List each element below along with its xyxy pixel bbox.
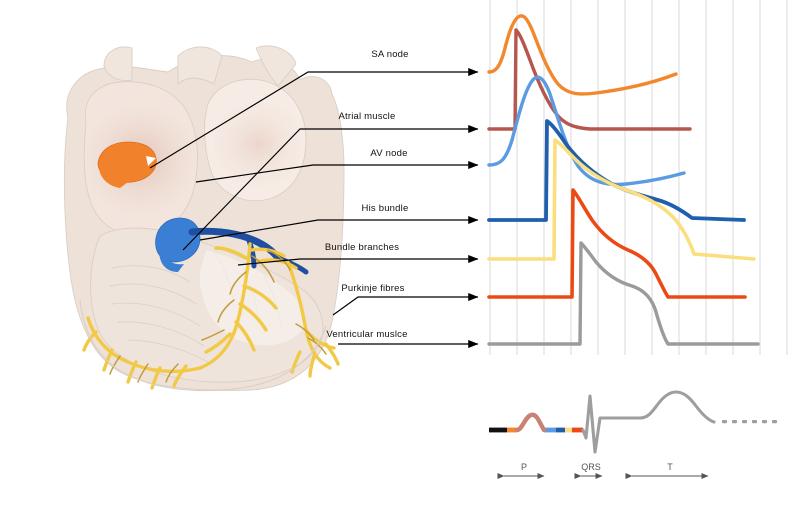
heart-apex-outline — [79, 299, 327, 392]
ventricle-cavity — [199, 250, 305, 346]
label-bundle-branches: Bundle branches — [325, 242, 399, 253]
trace-av-node — [487, 75, 686, 187]
ecg-dotted-tail — [722, 420, 777, 424]
ecg-segment-pr-redorange — [572, 427, 583, 433]
trace-purkinje-fibres — [487, 188, 747, 299]
vessel-notch-right — [255, 45, 297, 87]
leader-line-purkinje-fibres — [332, 292, 479, 316]
label-his-bundle: His bundle — [362, 203, 409, 214]
av-node-region — [155, 217, 201, 272]
action-potential-panel — [487, 0, 788, 355]
ecg-segment-pr-darkblue — [556, 427, 565, 433]
ecg-segment-pr-lightblue — [544, 427, 556, 433]
p-marker-label: P — [521, 462, 527, 472]
heart-diagram — [63, 45, 345, 392]
trace-bundle-branches — [487, 138, 756, 261]
vessel-notch-left — [103, 46, 133, 81]
label-sa-node: SA node — [371, 49, 408, 60]
qrs-marker-label: QRS — [581, 462, 601, 472]
ecg-colored-segments — [489, 427, 583, 433]
label-purkinje-fibres: Purkinje fibres — [341, 283, 404, 294]
t-marker-label: T — [667, 462, 673, 472]
leader-line-his-bundle — [199, 215, 479, 241]
purkinje-secondary-branches — [109, 249, 327, 383]
ecg-p-wave — [514, 412, 547, 433]
label-av-node: AV node — [370, 148, 407, 159]
label-atrial-muscle: Atrial muscle — [339, 111, 396, 122]
leader-line-bundle-branches — [237, 254, 479, 266]
vessel-notch-center — [177, 46, 223, 85]
trace-sa-node — [487, 14, 678, 96]
ecg-interval-markers: P QRS T — [497, 462, 709, 479]
ecg-trace-group — [489, 390, 777, 454]
trace-ventricular-muscle — [487, 241, 760, 346]
ecg-segment-p-onset-orange — [507, 427, 517, 433]
ecg-segment-pre-p-black — [489, 427, 507, 433]
leader-line-av-node — [195, 160, 479, 183]
label-ventricular-muscle: Ventricular muslce — [326, 329, 407, 340]
leader-line-atrial-muscle — [182, 124, 479, 251]
right-atrium-shading — [214, 102, 302, 186]
ecg-qrs-st-t — [581, 390, 716, 454]
sa-node-region — [97, 141, 157, 188]
leader-line-sa-node — [149, 67, 479, 169]
ecg-segment-pr-yellow — [565, 427, 572, 433]
trace-atrial-muscle — [487, 28, 692, 131]
